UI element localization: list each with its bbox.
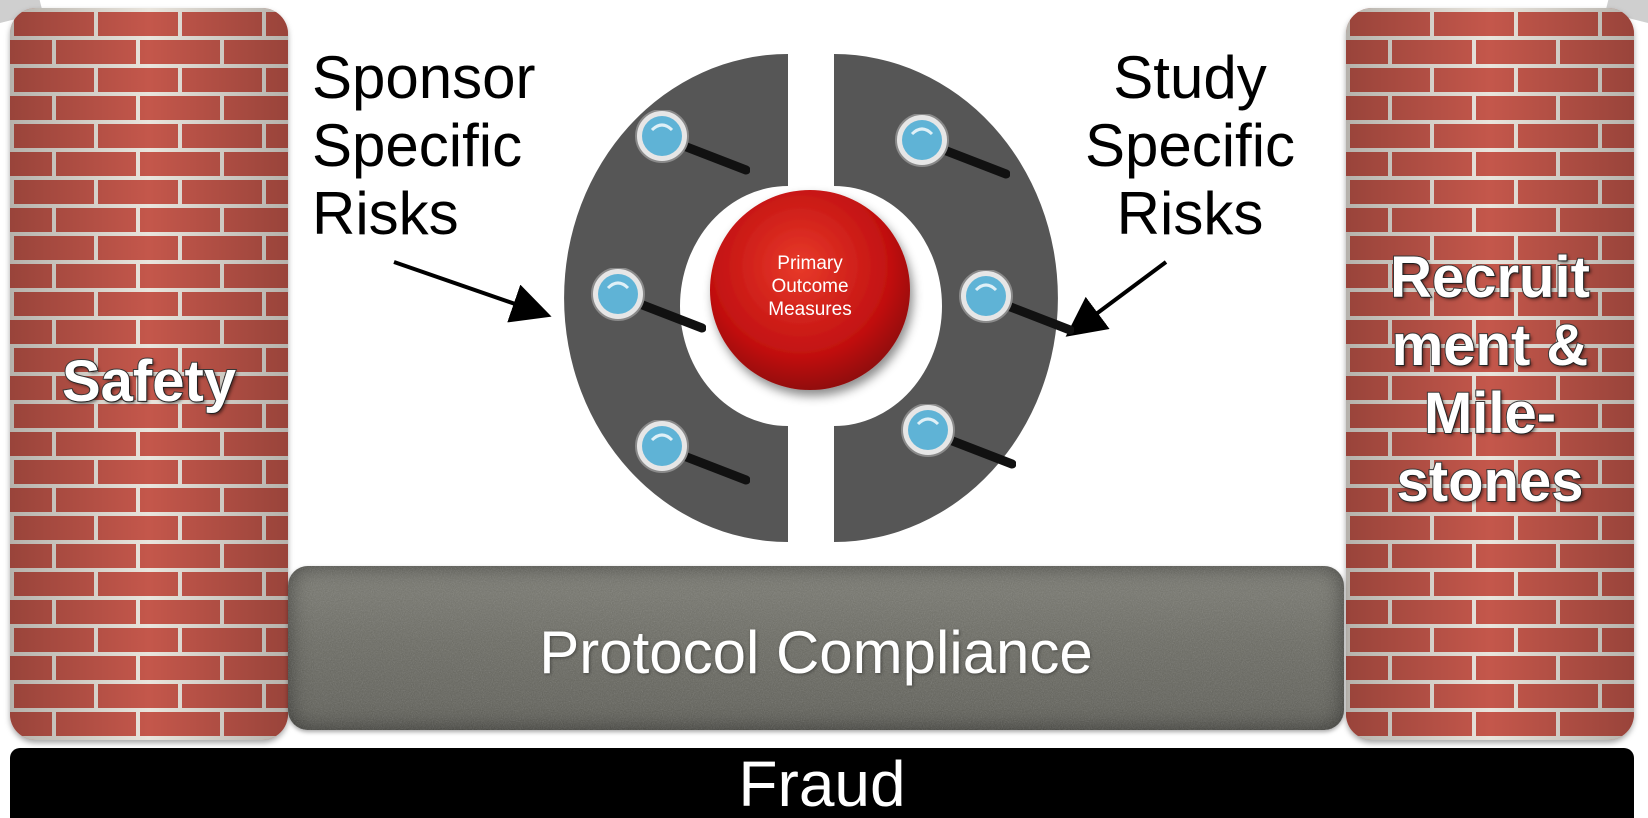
brick-texture <box>1346 8 1634 740</box>
fraud-bar: Fraud <box>10 748 1634 818</box>
primary-outcome-label: Primary Outcome Measures <box>768 253 852 320</box>
study-risks-caption: Study Specific Risks <box>1084 44 1296 247</box>
protocol-compliance-slab: Protocol Compliance <box>288 566 1344 730</box>
sponsor-ring-half <box>564 54 788 542</box>
magnifier-icon <box>635 110 750 175</box>
recruitment-label: Recruit ment & Mile- stones <box>1389 244 1591 515</box>
fraud-label: Fraud <box>738 748 906 818</box>
safety-pillar: Safety <box>10 8 288 740</box>
magnifier-icon <box>901 404 1016 469</box>
magnifier-icon <box>895 114 1010 179</box>
arrow-icon <box>1065 260 1168 337</box>
brick-texture <box>10 8 288 740</box>
primary-outcome-core <box>710 190 910 390</box>
safety-label: Safety <box>61 348 237 415</box>
stone-texture <box>288 566 1344 730</box>
magnifier-icon <box>591 268 706 333</box>
arrow-icon <box>393 260 552 323</box>
magnifier-icon <box>635 420 750 485</box>
protocol-compliance-label: Protocol Compliance <box>539 619 1093 686</box>
sponsor-risks-caption: Sponsor Specific Risks <box>312 44 536 247</box>
magnifier-icon <box>959 270 1074 335</box>
recruitment-pillar: Recruit ment & Mile- stones <box>1346 8 1634 740</box>
